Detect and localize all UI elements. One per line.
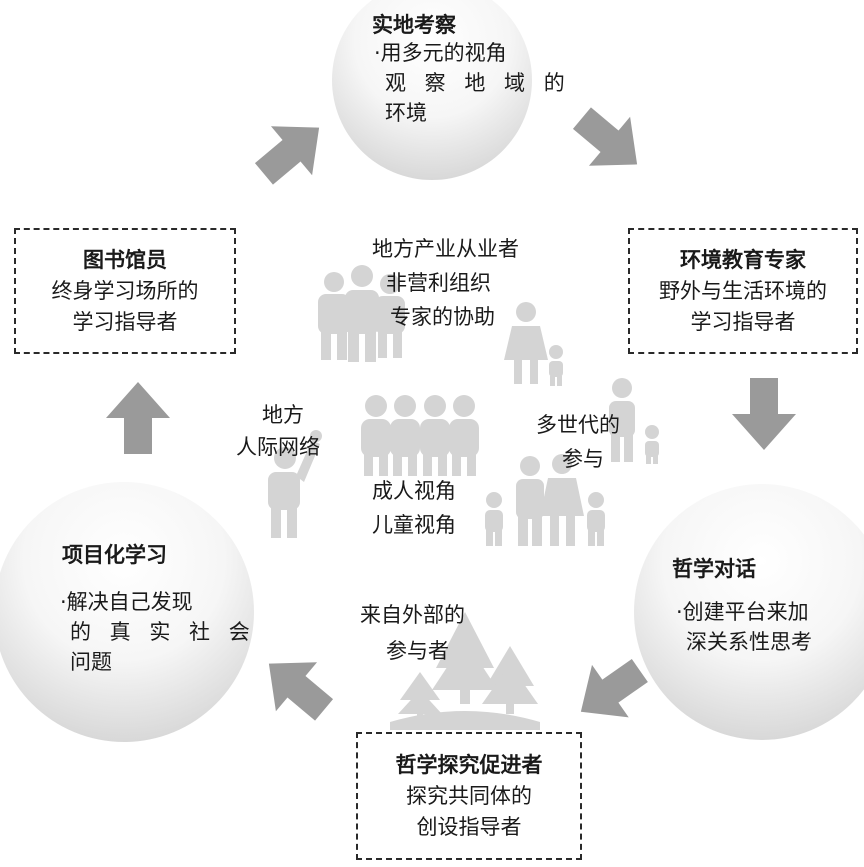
forest-icon [390,612,540,730]
box-librarian-line-1: 终身学习场所的 [51,278,199,303]
box-environment-expert-line-1: 野外与生活环境的 [659,278,827,303]
left-circle-title: 项目化学习 [62,543,167,567]
top-circle-line-1: ·用多元的视角 [374,41,507,65]
label-multigen-1: 多世代的 [536,413,620,437]
right-circle-line-2: 深关系性思考 [686,630,812,654]
right-circle-title: 哲学对话 [672,557,756,581]
box-environment-expert-line-2: 学习指导者 [690,309,796,334]
family-icon [485,454,605,546]
left-circle [0,482,254,742]
cycle-arrow-icon [732,378,796,450]
label-external-1: 来自外部的 [360,603,465,627]
box-environment-expert-title: 环境教育专家 [680,247,806,272]
box-librarian-line-2: 学习指导者 [72,309,178,334]
box-environment-expert: 环境教育专家 野外与生活环境的 学习指导者 [628,228,858,354]
box-philosophy-facilitator-line-1: 探究共同体的 [406,783,532,808]
right-circle [634,484,864,740]
label-perspective-child: 儿童视角 [372,513,456,537]
left-circle-line-3: 问题 [70,650,112,674]
label-multigen-2: 参与 [562,447,604,471]
label-external-2: 参与者 [386,639,449,663]
cycle-arrow-icon [106,382,170,454]
cycle-arrow-icon [268,662,334,721]
box-librarian-title: 图书馆员 [83,247,167,272]
cycle-arrow-icon [572,107,638,166]
label-industry-2: 非营利组织 [386,271,491,295]
box-librarian: 图书馆员 终身学习场所的 学习指导者 [14,228,236,354]
waving-person-icon [268,430,322,538]
right-circle-line-1: ·创建平台来加 [676,600,809,624]
box-philosophy-facilitator-title: 哲学探究促进者 [395,752,543,777]
cycle-arrow-icon [580,659,648,718]
elder-child-icon [609,378,659,464]
label-industry-3: 专家的协助 [390,305,495,329]
box-philosophy-facilitator: 哲学探究促进者 探究共同体的 创设指导者 [356,732,582,860]
top-circle-line-3: 环境 [385,101,427,125]
label-network-2: 人际网络 [236,435,320,459]
top-circle-title: 实地考察 [372,13,456,37]
left-circle-line-2: 的 真 实 社 会 [70,620,256,644]
top-circle-line-2: 观 察 地 域 的 [385,71,571,95]
people-group-icon [318,265,405,362]
left-circle-line-1: ·解决自己发现 [60,590,193,614]
label-industry-1: 地方产业从业者 [372,237,519,261]
label-perspective-adult: 成人视角 [372,479,456,503]
box-philosophy-facilitator-line-2: 创设指导者 [416,814,522,839]
parent-child-icon [504,302,563,386]
cycle-arrow-icon [254,126,320,185]
label-network-1: 地方 [262,403,304,427]
children-group-icon [361,395,479,476]
top-circle [332,0,532,180]
